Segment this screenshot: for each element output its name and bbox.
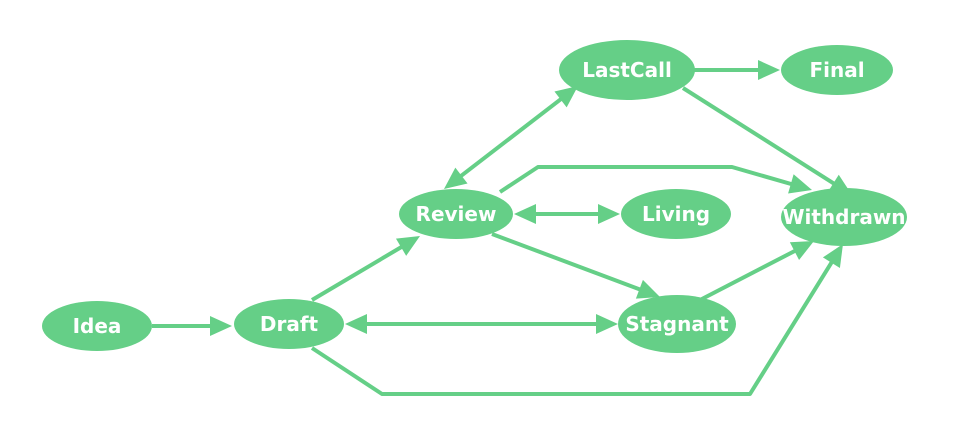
edge-draft-review: [310, 236, 420, 302]
edge-line: [681, 86, 845, 192]
edge-line: [491, 232, 652, 296]
node-ellipse: [399, 189, 513, 239]
node-lastcall: LastCall: [559, 40, 695, 100]
node-ellipse: [42, 301, 152, 351]
edge-review-withdrawn: [498, 165, 812, 194]
edges-layer: [152, 60, 852, 396]
node-draft: Draft: [234, 299, 344, 349]
arrowhead-start: [444, 167, 468, 189]
node-ellipse: [621, 189, 731, 239]
node-final: Final: [781, 45, 893, 95]
node-ellipse: [559, 40, 695, 100]
node-label: Living: [642, 202, 710, 226]
arrowhead-end: [598, 204, 620, 224]
node-ellipse: [781, 188, 907, 246]
node-idea: Idea: [42, 301, 152, 351]
arrowhead-end: [758, 60, 780, 80]
node-label: LastCall: [582, 58, 672, 82]
edge-review-lastcall: [444, 86, 578, 189]
edge-line: [310, 251, 840, 396]
arrowhead-start: [345, 314, 367, 334]
node-ellipse: [234, 299, 344, 349]
arrowhead-end: [210, 316, 232, 336]
node-label: Idea: [73, 314, 122, 338]
arrowhead-start: [514, 204, 536, 224]
edge-line: [498, 165, 803, 194]
node-label: Withdrawn: [782, 205, 905, 229]
node-stagnant: Stagnant: [618, 295, 736, 353]
edge-review-stagnant: [491, 232, 660, 299]
node-living: Living: [621, 189, 731, 239]
node-label: Stagnant: [625, 312, 729, 336]
arrowhead-end: [635, 279, 660, 299]
node-label: Review: [416, 202, 497, 226]
arrowhead-end: [554, 86, 578, 108]
node-ellipse: [781, 45, 893, 95]
edge-draft-stagnant: [345, 314, 618, 334]
node-ellipse: [618, 295, 736, 353]
arrowhead-end: [596, 314, 618, 334]
node-label: Draft: [260, 312, 319, 336]
node-label: Final: [809, 58, 864, 82]
edge-line: [310, 239, 413, 302]
node-withdrawn: Withdrawn: [781, 188, 907, 246]
edge-idea-draft: [152, 316, 232, 336]
arrowhead-end: [822, 244, 843, 268]
arrowhead-end: [789, 241, 814, 260]
edge-lastcall-final: [692, 60, 780, 80]
nodes-layer: Idea Draft Review LastCall FinalLivingStagna…: [42, 40, 907, 353]
edge-line: [699, 243, 807, 302]
edge-line: [450, 90, 572, 185]
arrowhead-end: [395, 236, 420, 256]
edge-draft-withdrawn: [310, 244, 843, 396]
arrowhead-end: [788, 174, 812, 194]
node-review: Review: [399, 189, 513, 239]
edge-stagnant-withdrawn: [699, 241, 814, 302]
edge-review-living: [514, 204, 620, 224]
